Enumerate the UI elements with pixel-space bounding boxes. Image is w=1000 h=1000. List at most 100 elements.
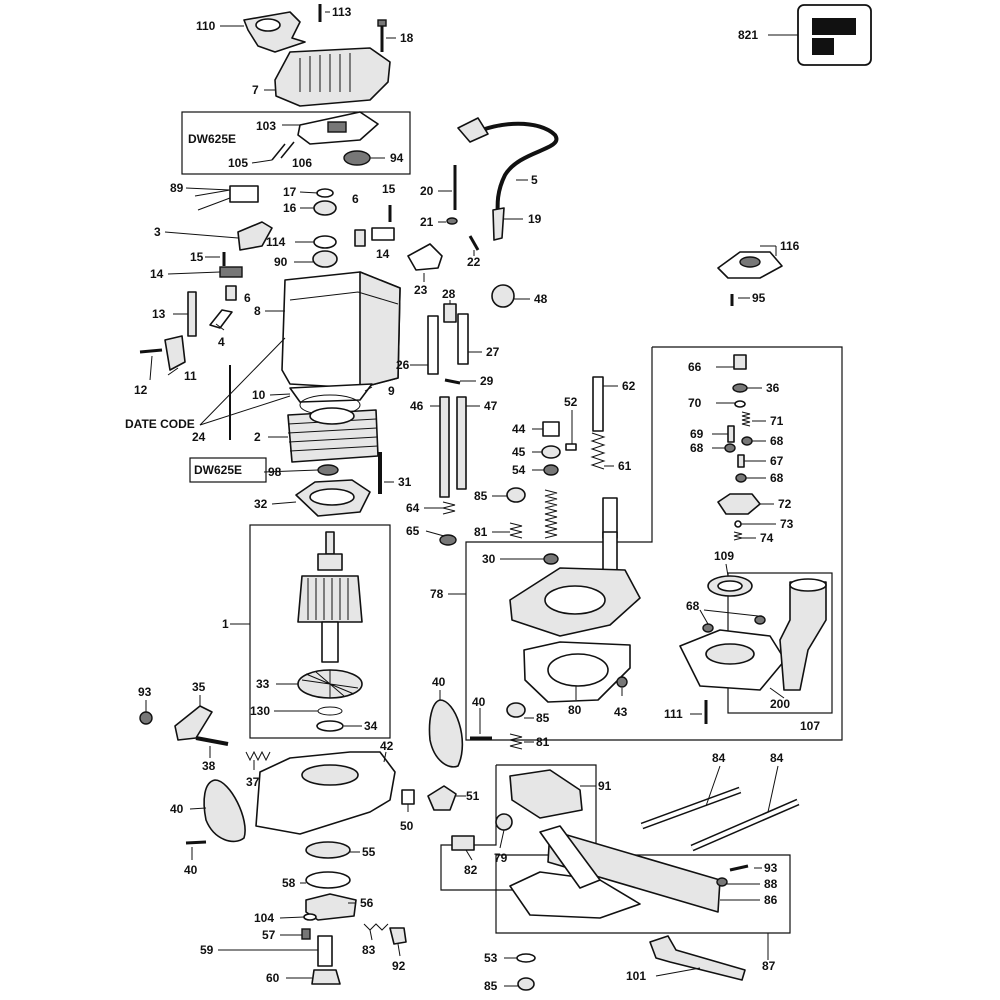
part-1-armature: [297, 575, 363, 623]
armature-group-box: [249, 524, 391, 739]
part-38-screw: [195, 736, 229, 746]
part-label: 84: [712, 751, 726, 765]
part-label: 80: [568, 703, 582, 717]
part-label: 40: [472, 695, 486, 709]
part-label: 43: [614, 705, 628, 719]
part-64-spring: [442, 501, 456, 515]
parallel-guide-frame: [495, 854, 791, 934]
part-8-top: [289, 291, 399, 305]
part-label: 94: [390, 151, 404, 165]
part-56-collet-nut: [305, 893, 357, 921]
part-label: 81: [474, 525, 488, 539]
part-54-nut: [543, 464, 559, 476]
part-label: 114: [266, 235, 286, 249]
part-label: 90: [274, 255, 288, 269]
part-label: 21: [420, 215, 434, 229]
part-label: 6: [352, 192, 359, 206]
part-label: 92: [392, 959, 406, 973]
part-6b-brush: [225, 285, 237, 301]
part-label: 17: [283, 185, 297, 199]
variant-label-2: DW625E: [194, 463, 242, 477]
part-label: 79: [494, 851, 508, 865]
part-7-motor-cover: [274, 47, 391, 107]
part-label: 86: [764, 893, 778, 907]
part-label: 33: [256, 677, 270, 691]
part-label: 103: [256, 119, 276, 133]
part-label: 69: [690, 427, 704, 441]
part-label: 52: [564, 395, 578, 409]
part-30-nut: [543, 553, 559, 565]
part-label: 60: [266, 971, 280, 985]
part-50-nut: [401, 789, 415, 805]
part-label: 55: [362, 845, 376, 859]
part-101-spanner: [649, 935, 746, 981]
part-1-windings: [307, 578, 349, 620]
part-label: 28: [442, 287, 456, 301]
part-label: 85: [536, 711, 550, 725]
part-12-screw: [139, 348, 163, 354]
part-label: 91: [598, 779, 612, 793]
part-label: 10: [252, 388, 266, 402]
part-81a-spring: [509, 522, 523, 539]
part-label: 45: [512, 445, 526, 459]
part-3-switch: [237, 221, 273, 251]
part-79-knob: [495, 813, 513, 831]
part-7-fins: [299, 53, 351, 92]
part-68d-nut-left: [702, 623, 714, 633]
part-label: 81: [536, 735, 550, 749]
part-80-hole: [547, 653, 609, 687]
part-19-strain-relief: [492, 207, 505, 241]
part-label: 59: [200, 943, 214, 957]
part-label: 51: [466, 789, 480, 803]
part-label: 85: [484, 979, 498, 993]
part-spring-vertical: [544, 489, 558, 539]
part-label: 101: [626, 969, 646, 983]
part-36-washer: [732, 383, 748, 393]
part-16-bearing: [313, 200, 337, 216]
part-label: 42: [380, 739, 394, 753]
part-label: 14: [376, 247, 390, 261]
part-22-screw: [468, 235, 480, 251]
part-116-hole: [739, 256, 761, 268]
part-57-screw: [301, 928, 311, 940]
part-label: 93: [764, 861, 778, 875]
variant-label-1: DW625E: [188, 132, 236, 146]
part-107-adapter: [779, 581, 827, 691]
part-label: 20: [420, 184, 434, 198]
part-27-column: [457, 313, 469, 365]
guide-group-frame: [440, 764, 597, 891]
part-label: 29: [480, 374, 494, 388]
part-33-blades: [301, 670, 359, 698]
part-label: 61: [618, 459, 632, 473]
part-40d-screw: [185, 840, 207, 845]
part-label: 31: [398, 475, 412, 489]
part-86-fence: [547, 829, 721, 913]
base-group-frame: [465, 346, 843, 741]
logo-block-bottom: [812, 38, 834, 55]
part-58-washer: [305, 871, 351, 889]
part-label: 9: [388, 384, 395, 398]
part-89-wires: [194, 189, 231, 211]
part-label: 71: [770, 414, 784, 428]
part-82-bolt: [451, 835, 475, 851]
part-85b-knob: [506, 702, 526, 718]
part-86-fence-arm: [509, 871, 641, 919]
part-83-spring: [363, 923, 389, 931]
part-label: 13: [152, 307, 166, 321]
part-68c-nut: [735, 473, 747, 483]
part-label: 113: [332, 5, 352, 19]
part-label: 106: [292, 156, 312, 170]
part-2-bore: [309, 407, 355, 425]
part-65-knob: [439, 534, 457, 546]
part-106-pin: [280, 141, 295, 159]
part-130-clip: [317, 706, 343, 716]
part-label: 24: [192, 430, 206, 444]
part-label: 130: [250, 704, 270, 718]
part-label: 15: [382, 182, 396, 196]
part-label: 2: [254, 430, 261, 444]
part-4-clip: [209, 309, 233, 329]
part-label: 5: [531, 173, 538, 187]
part-40c-handle: [203, 779, 246, 843]
part-88-nut: [716, 877, 728, 887]
part-70-washer: [734, 400, 746, 408]
